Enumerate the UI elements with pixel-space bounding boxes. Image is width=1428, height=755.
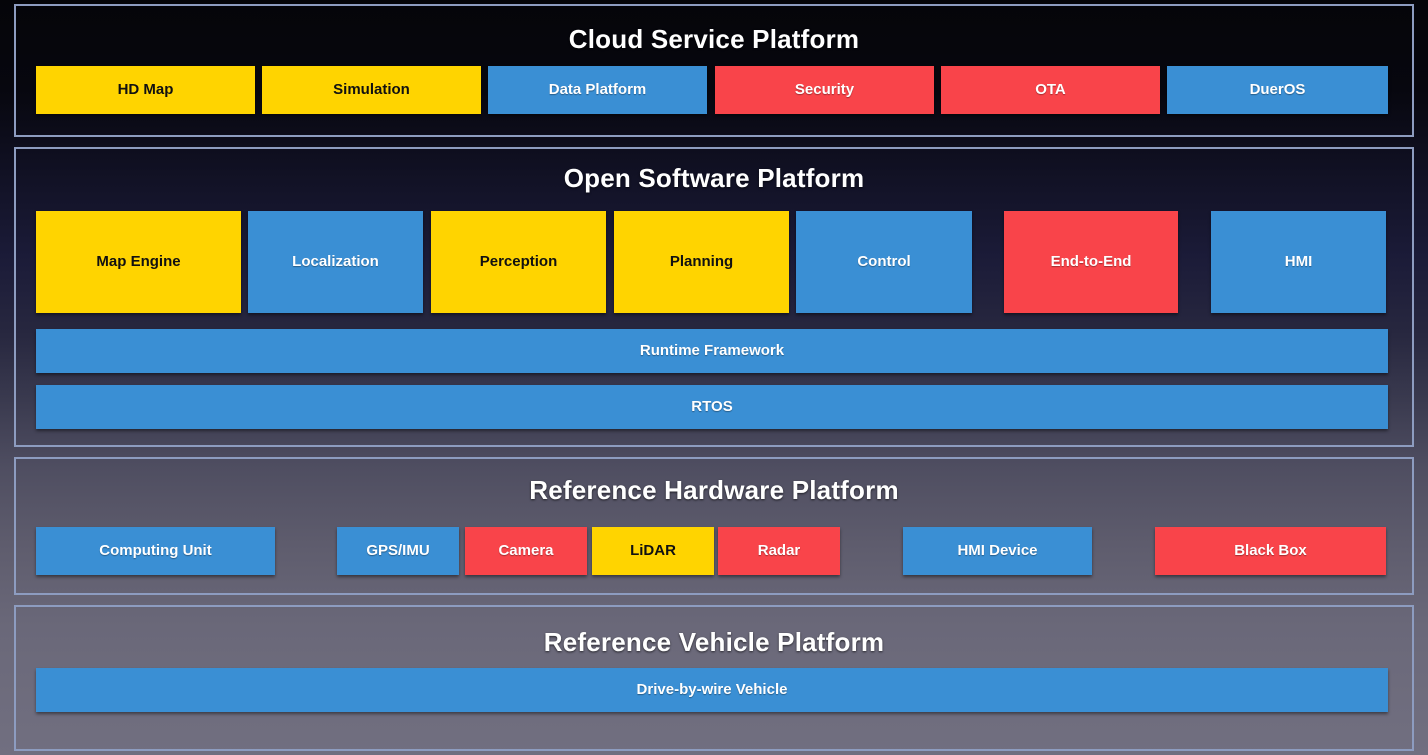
block-hmi-device[interactable]: HMI Device [903,527,1092,575]
section-title-reference-hardware-platform: Reference Hardware Platform [529,475,899,505]
block-rtos[interactable]: RTOS [36,385,1388,429]
block-camera[interactable]: Camera [465,527,587,575]
block-dueros[interactable]: DuerOS [1167,66,1388,114]
block-security[interactable]: Security [715,66,934,114]
section-reference-hardware-platform: Reference Hardware Platform [14,457,1414,595]
block-perception[interactable]: Perception [431,211,606,313]
section-cloud-service-platform: Cloud Service Platform [14,4,1414,137]
block-localization[interactable]: Localization [248,211,423,313]
block-radar[interactable]: Radar [718,527,840,575]
section-title-open-software-platform: Open Software Platform [563,163,865,193]
block-hmi[interactable]: HMI [1211,211,1386,313]
section-reference-vehicle-platform: Reference Vehicle Platform [14,605,1414,751]
block-map-engine[interactable]: Map Engine [36,211,241,313]
block-lidar[interactable]: LiDAR [592,527,714,575]
section-title-reference-vehicle-platform: Reference Vehicle Platform [543,627,885,657]
block-runtime-framework[interactable]: Runtime Framework [36,329,1388,373]
block-control[interactable]: Control [796,211,972,313]
block-black-box[interactable]: Black Box [1155,527,1386,575]
block-data-platform[interactable]: Data Platform [488,66,707,114]
block-simulation[interactable]: Simulation [262,66,481,114]
block-computing-unit[interactable]: Computing Unit [36,527,275,575]
section-open-software-platform: Open Software Platform [14,147,1414,447]
block-drive-by-wire-vehicle[interactable]: Drive-by-wire Vehicle [36,668,1388,712]
block-ota[interactable]: OTA [941,66,1160,114]
block-hd-map[interactable]: HD Map [36,66,255,114]
block-end-to-end[interactable]: End-to-End [1004,211,1178,313]
block-gps-imu[interactable]: GPS/IMU [337,527,459,575]
section-title-cloud-service-platform: Cloud Service Platform [568,24,860,54]
block-planning[interactable]: Planning [614,211,789,313]
